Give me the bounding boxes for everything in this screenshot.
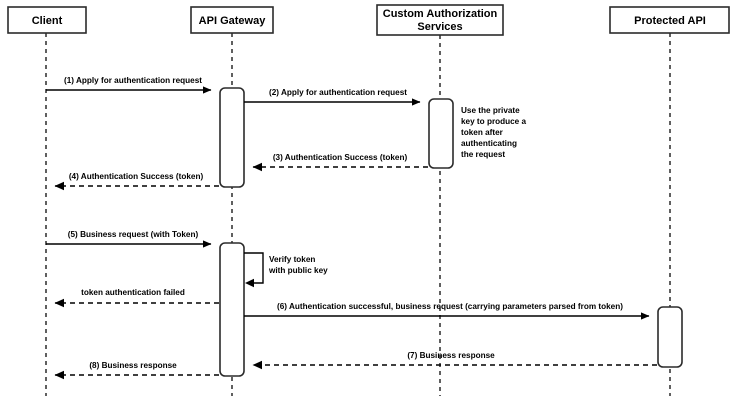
participant-label-authsvc-line2: Services <box>417 21 462 33</box>
message-4-label: (4) Authentication Success (token) <box>69 172 204 181</box>
message-1-label: (1) Apply for authentication request <box>64 76 202 85</box>
participant-label-gateway: API Gateway <box>199 15 267 27</box>
participant-label-client: Client <box>32 15 63 27</box>
note-private-key-line-4: authenticating <box>461 139 517 148</box>
participant-client[interactable]: Client <box>7 6 87 34</box>
participant-boxes-group: Client API Gateway Custom Authorization … <box>7 4 730 36</box>
message-2-label: (2) Apply for authentication request <box>269 88 407 97</box>
participant-label-authsvc-line1: Custom Authorization <box>383 8 498 20</box>
message-8[interactable]: (8) Business response <box>54 361 219 380</box>
participant-box-gateway[interactable] <box>190 6 274 34</box>
activation-bar-authsvc-1[interactable] <box>428 98 454 169</box>
activation-bar-protected-1[interactable] <box>657 306 683 368</box>
message-6-label: (6) Authentication successful, business … <box>277 302 623 311</box>
message-7-label: (7) Business response <box>407 351 495 360</box>
activation-bar-gateway-1[interactable] <box>219 87 245 188</box>
message-3[interactable]: (3) Authentication Success (token) <box>252 153 428 172</box>
participant-box-client[interactable] <box>7 6 87 34</box>
participant-authsvc[interactable]: Custom Authorization Services <box>376 4 504 36</box>
message-token-auth-failed-label: token authentication failed <box>81 288 185 297</box>
message-8-label: (8) Business response <box>89 361 177 370</box>
message-2[interactable]: (2) Apply for authentication request <box>244 88 421 106</box>
participant-box-authsvc[interactable] <box>376 4 504 36</box>
activation-bar-gateway-2[interactable] <box>219 242 245 377</box>
message-7[interactable]: (7) Business response <box>252 351 657 370</box>
message-self-verify-token-path <box>244 252 264 284</box>
note-private-key-line-2: key to produce a <box>461 117 527 126</box>
note-private-key: Use the private key to produce a token a… <box>461 106 527 159</box>
message-5-label: (5) Business request (with Token) <box>68 230 199 239</box>
message-self-verify-token-label-line2: with public key <box>268 266 328 275</box>
message-token-auth-failed[interactable]: token authentication failed <box>54 288 219 308</box>
message-4[interactable]: (4) Authentication Success (token) <box>54 172 219 191</box>
activation-bars-group <box>219 87 683 377</box>
participant-label-protected: Protected API <box>634 15 706 27</box>
note-private-key-line-5: the request <box>461 150 505 159</box>
message-self-verify-token[interactable]: Verify token with public key <box>244 252 328 288</box>
message-6[interactable]: (6) Authentication successful, business … <box>244 302 650 320</box>
note-private-key-line-3: token after <box>461 128 504 137</box>
message-1[interactable]: (1) Apply for authentication request <box>46 76 212 94</box>
message-5[interactable]: (5) Business request (with Token) <box>46 230 212 248</box>
message-3-label: (3) Authentication Success (token) <box>273 153 408 162</box>
participant-gateway[interactable]: API Gateway <box>190 6 274 34</box>
message-self-verify-token-arrowhead <box>245 278 254 288</box>
participant-protected[interactable]: Protected API <box>609 6 730 34</box>
note-private-key-line-1: Use the private <box>461 106 520 115</box>
participant-box-protected[interactable] <box>609 6 730 34</box>
message-self-verify-token-label-line1: Verify token <box>269 255 315 264</box>
